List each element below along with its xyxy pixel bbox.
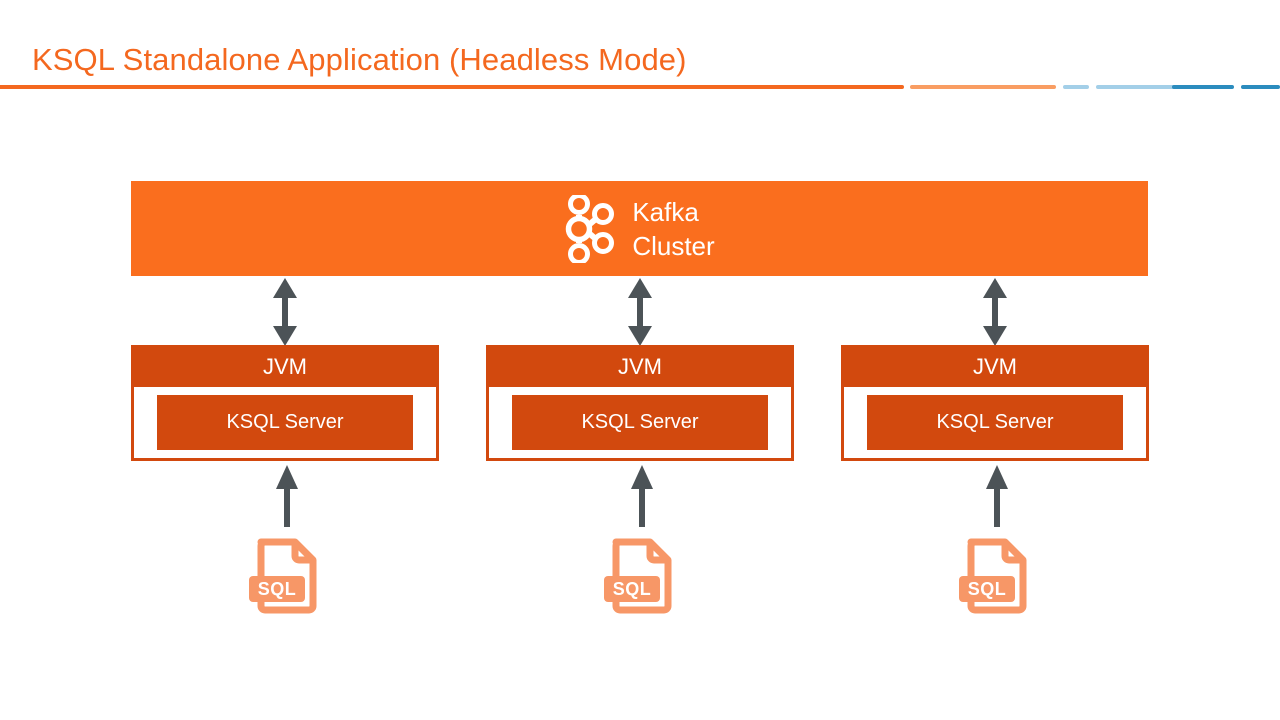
- sql-document-outline-icon: [612, 538, 672, 614]
- svg-text:SQL: SQL: [258, 579, 297, 599]
- sql-badge: [604, 576, 660, 602]
- sql-file-1: SQL: [247, 532, 327, 616]
- sql-document-outline-icon: [257, 538, 317, 614]
- ksql-server-box: KSQL Server: [157, 394, 413, 450]
- kafka-cluster-banner: Kafka Cluster: [131, 181, 1148, 276]
- sql-badge: [959, 576, 1015, 602]
- dash-blue-pale-4: [1096, 85, 1184, 89]
- sql-file-2: SQL: [602, 532, 682, 616]
- dash-blue-dark-6: [1241, 85, 1280, 89]
- svg-text:SQL: SQL: [968, 579, 1007, 599]
- bidirectional-arrow-2: [627, 278, 653, 351]
- upward-arrow-1: [275, 465, 299, 532]
- dash-orange-dark-1: [884, 85, 904, 89]
- upward-arrow-3: [985, 465, 1009, 532]
- dash-orange-light-2: [910, 85, 1056, 89]
- dash-blue-pale-3: [1063, 85, 1089, 89]
- sql-file-3: SQL: [957, 532, 1037, 616]
- jvm-header-label: JVM: [843, 347, 1147, 387]
- svg-text:SQL: SQL: [613, 579, 652, 599]
- jvm-instance-2: JVM KSQL Server: [486, 345, 794, 461]
- jvm-instance-1: JVM KSQL Server: [131, 345, 439, 461]
- kafka-cluster-label: Kafka Cluster: [632, 196, 715, 261]
- page-title: KSQL Standalone Application (Headless Mo…: [32, 42, 687, 77]
- kafka-logo-icon: [564, 194, 615, 263]
- bidirectional-arrow-1: [272, 278, 298, 351]
- sql-document-outline-icon: [967, 538, 1027, 614]
- jvm-body: KSQL Server: [489, 387, 791, 457]
- title-underline-rule: [0, 85, 893, 89]
- sql-badge: [249, 576, 305, 602]
- jvm-body: KSQL Server: [844, 387, 1146, 457]
- jvm-instance-3: JVM KSQL Server: [841, 345, 1149, 461]
- dash-blue-dark-5: [1172, 85, 1234, 89]
- ksql-server-box: KSQL Server: [867, 394, 1123, 450]
- jvm-header-label: JVM: [488, 347, 792, 387]
- upward-arrow-2: [630, 465, 654, 532]
- ksql-server-box: KSQL Server: [512, 394, 768, 450]
- jvm-body: KSQL Server: [134, 387, 436, 457]
- bidirectional-arrow-3: [982, 278, 1008, 351]
- jvm-header-label: JVM: [133, 347, 437, 387]
